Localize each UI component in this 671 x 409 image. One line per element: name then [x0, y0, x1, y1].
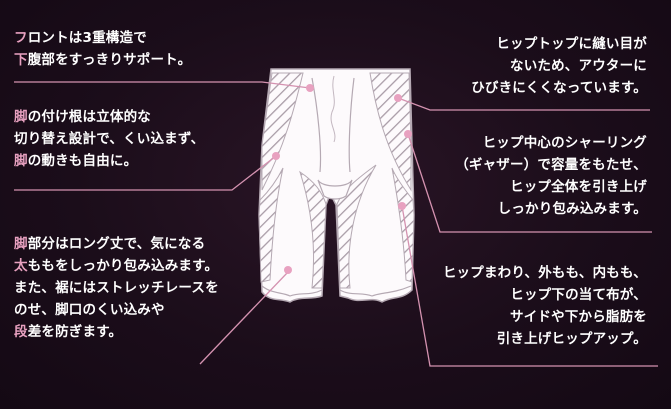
annotation-line: ないため、アウターに: [510, 58, 647, 74]
marker-dot-hip-top: [394, 94, 402, 102]
hatched-hip-panel-left: [261, 72, 304, 191]
annotation-line: 脚の動きも自由に。: [14, 153, 138, 169]
annotation-line: 引き上げヒップアップ。: [496, 331, 647, 347]
annotation-line: また、裾にはストレッチレースを: [14, 280, 219, 296]
annotation-line: ヒップ中心のシャーリング: [482, 135, 647, 151]
annotation-hip-top: ヒップトップに縫い目が ないため、アウターに ひびきにくくなっています。: [471, 33, 647, 99]
shirring-gathers: [330, 75, 336, 143]
marker-dot-hip-center: [404, 130, 412, 138]
annotation-line: ヒップトップに縫い目が: [496, 36, 647, 52]
annotation-line: （ギャザー）で容量をもたせ、: [455, 157, 647, 173]
annotation-line: 脚部分はロング丈で、気になる: [14, 236, 206, 252]
annotation-line: しっかり包み込みます。: [497, 201, 647, 217]
marker-dot-leg-base: [272, 152, 280, 160]
annotation-hip-center: ヒップ中心のシャーリング （ギャザー）で容量をもたせ、 ヒップ全体を引き上げ し…: [455, 132, 647, 220]
annotation-line: ひびきにくくなっています。: [471, 80, 647, 96]
annotation-line: 太ももをしっかり包み込みます。: [14, 258, 219, 274]
annotation-line: 脚の付け根は立体的な: [14, 109, 152, 125]
marker-dot-leg-part: [284, 266, 292, 274]
annotation-line: ヒップまわり、外もも、内もも、: [442, 265, 647, 281]
annotation-line: ヒップ全体を引き上げ: [510, 179, 647, 195]
leader-line-hip-around: [401, 205, 658, 367]
annotation-leg-part: 脚部分はロング丈で、気になる 太ももをしっかり包み込みます。 また、裾にはストレ…: [14, 233, 219, 343]
annotation-leg-base: 脚の付け根は立体的な 切り替え設計で、くい込まず、 脚の動きも自由に。: [14, 106, 204, 172]
hatched-thigh-panel-left-inner: [299, 170, 327, 289]
marker-dot-hip-around: [398, 202, 406, 210]
annotation-line: ヒップ下の当て布が、: [510, 287, 647, 303]
hatched-thigh-panel-right-inner: [336, 164, 377, 289]
annotation-line: フロントは3重構造で: [14, 30, 147, 46]
lace-hem-right: [339, 285, 412, 297]
annotation-hip-around: ヒップまわり、外もも、内もも、 ヒップ下の当て布が、 サイドや下から脂肪を 引き…: [443, 262, 647, 350]
annotation-line: のせ、脚口のくい込みや: [14, 302, 165, 318]
front-panel-seam-right: [348, 77, 355, 173]
annotation-line: 切り替え設計で、くい込まず、: [14, 131, 205, 147]
leader-line-leg-part: [199, 271, 289, 365]
annotation-line: 段差を防ぎます。: [14, 324, 123, 340]
marker-dot-front-panel: [306, 84, 314, 92]
hatched-thigh-panel-right-outer: [391, 167, 415, 283]
hatched-thigh-panel-left-outer: [258, 167, 284, 283]
leader-line-front-panel: [14, 81, 311, 89]
annotation-front-panel: フロントは3重構造で 下腹部をすっきりサポート。: [14, 27, 191, 71]
crotch-gusset: [317, 179, 353, 200]
annotation-line: サイドや下から脂肪を: [510, 309, 647, 325]
annotation-line: 下腹部をすっきりサポート。: [14, 52, 192, 68]
hatched-hip-panel-right: [369, 72, 412, 192]
leader-line-leg-base: [14, 155, 277, 191]
leader-line-hip-top: [397, 97, 650, 111]
leader-line-hip-center: [407, 133, 652, 233]
